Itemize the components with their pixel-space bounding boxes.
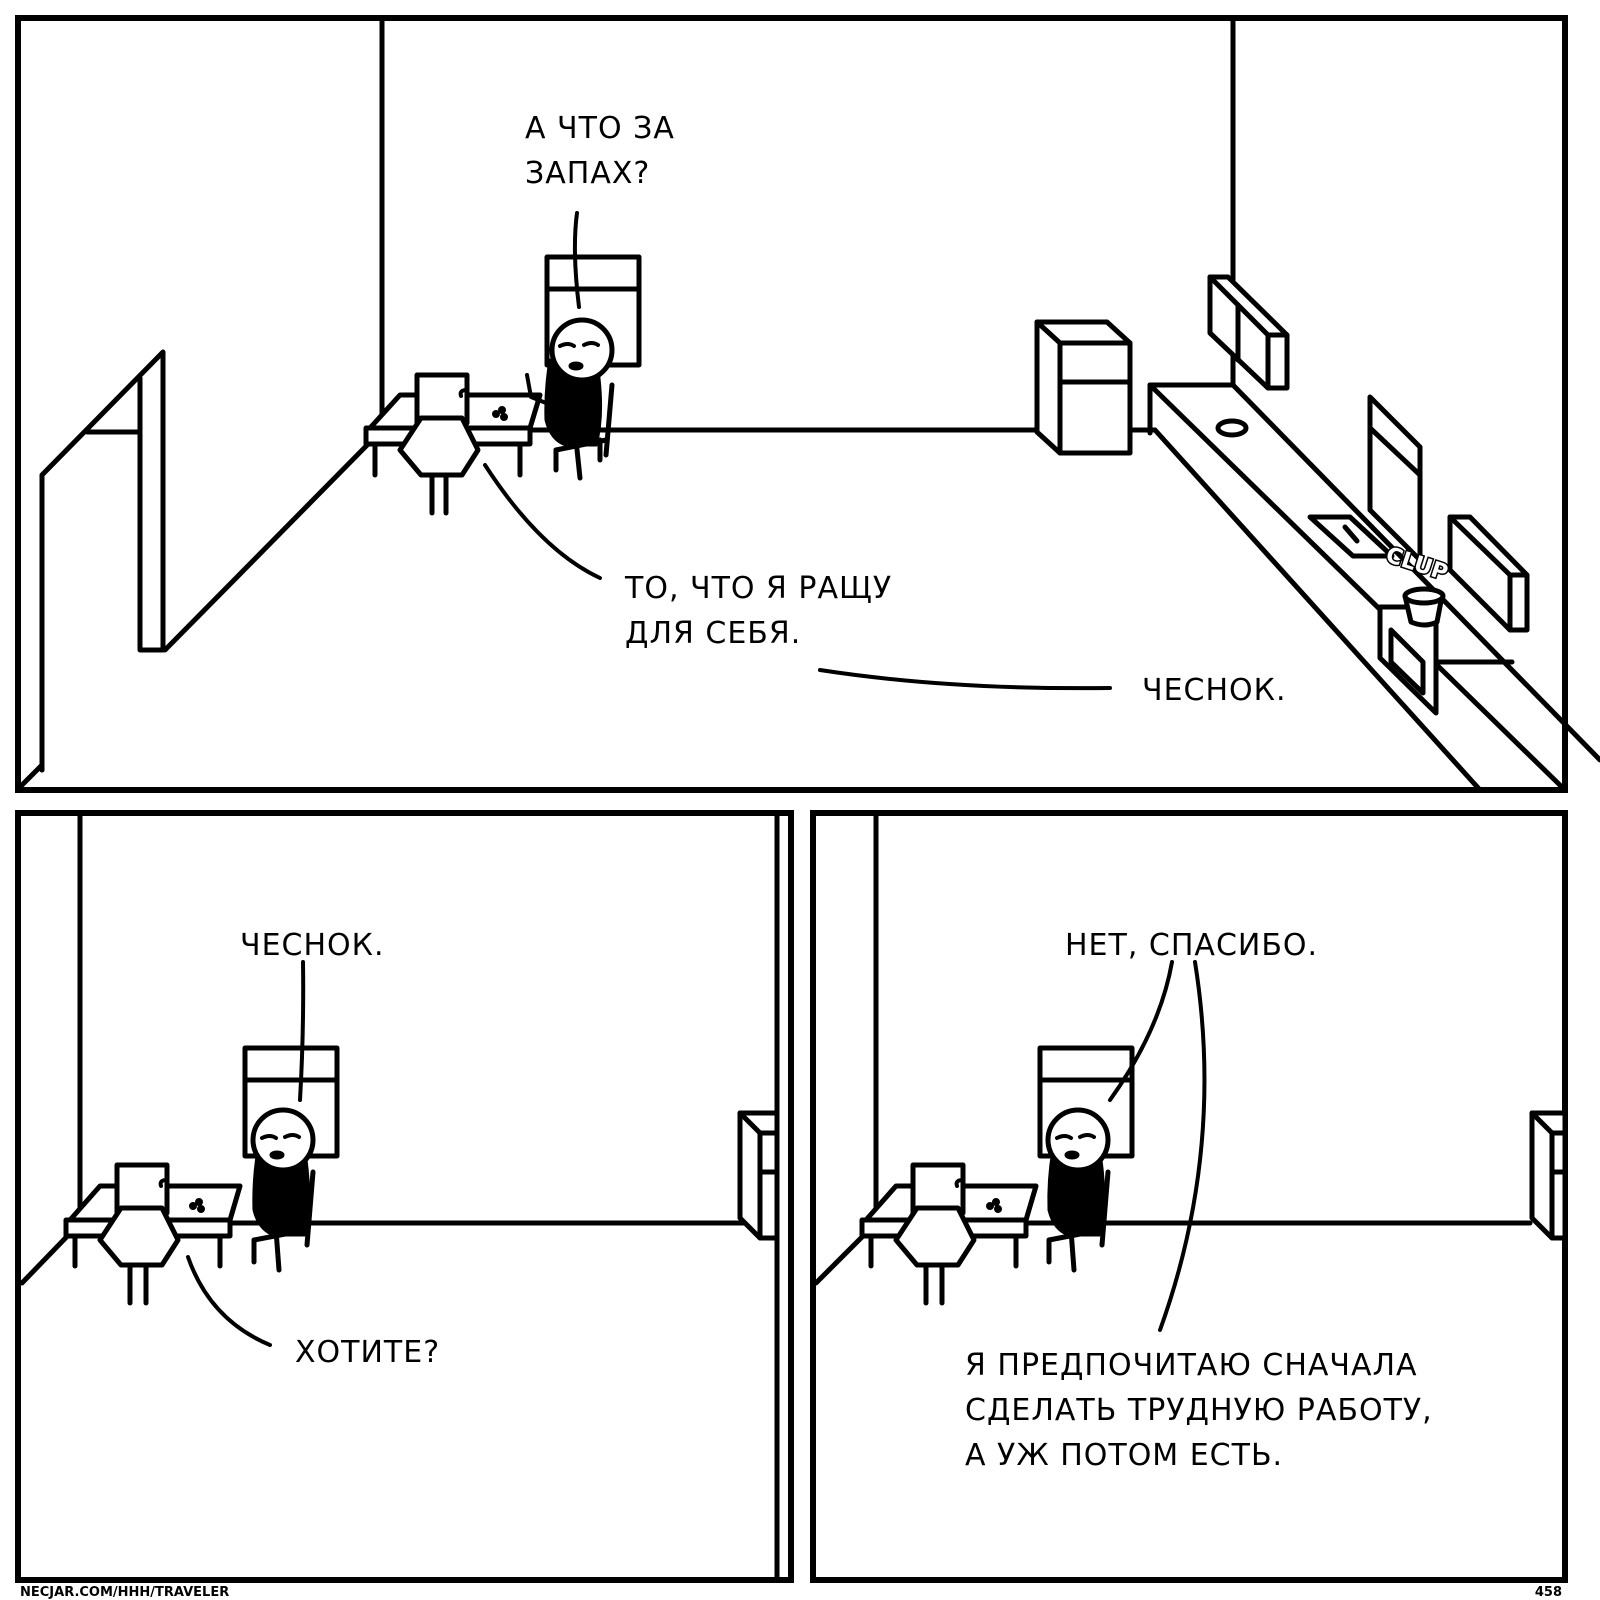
seated-woman [525,317,615,481]
speech-line: НЕТ, СПАСИБО. [1065,928,1318,963]
speech-line: ЧЕСНОК. [1142,673,1286,708]
panel-1: CLUP [15,15,1600,793]
speech-line: А ЧТО ЗА [525,111,675,146]
fridge [1034,319,1133,456]
speech-bubble-garlic: ЧЕСНОК. [240,928,384,963]
table-scene-2 [63,1107,316,1306]
speech-tail [572,211,581,309]
fridge [737,1110,780,1241]
speech-bubble-what-i-grow: ТО, ЧТО Я РАЩУ ДЛЯ СЕБЯ. [624,571,892,651]
speech-line: А УЖ ПОТОМ ЕСТЬ. [965,1438,1283,1473]
speech-line: ДЛЯ СЕБЯ. [625,616,801,651]
cup [1402,586,1446,628]
speech-line: ХОТИТЕ? [295,1335,440,1370]
box-head-man [397,372,481,516]
speech-bubble-want-some: ХОТИТЕ? [295,1335,440,1370]
speech-tail [1108,960,1174,1102]
backsplash-panel [1447,514,1530,633]
speech-bubble-no-thanks: НЕТ, СПАСИБО. [1065,928,1318,963]
table-scene-3 [859,1107,1111,1306]
speech-line: ТО, ЧТО Я РАЩУ [624,571,892,606]
speech-line: ЗАПАХ? [525,156,650,191]
speech-line: Я ПРЕДПОЧИТАЮ СНАЧАЛА [965,1348,1418,1383]
box-head-man [893,1162,977,1306]
table-scene-1 [363,317,615,516]
wall-cabinet [1207,274,1290,391]
speech-tail [483,463,602,580]
kitchen-counter [1147,382,1600,793]
speech-bubble-garlic: ЧЕСНОК. [1142,673,1286,708]
tall-screen [1307,394,1423,563]
sink-drain-icon [1215,418,1249,438]
box-head-man [97,1162,181,1306]
speech-line: СДЕЛАТЬ ТРУДНУЮ РАБОТУ, [965,1393,1433,1428]
speech-tail [186,1255,272,1347]
speech-line: ЧЕСНОК. [240,928,384,963]
speech-tail [818,668,1112,691]
seated-woman [1045,1107,1111,1273]
oven [1377,604,1515,716]
panel-2: ЧЕСНОК. ХОТИТЕ? [15,810,794,1583]
fridge [1529,1110,1568,1241]
speech-tail [298,960,306,1102]
site-credit: NECJAR.COM/HHH/TRAVELER [20,1585,229,1600]
speech-bubble-prefer-hard-work: Я ПРЕДПОЧИТАЮ СНАЧАЛА СДЕЛАТЬ ТРУДНУЮ РА… [965,1348,1433,1473]
seated-woman [250,1107,316,1273]
door [39,349,166,773]
speech-bubble-what-smell: А ЧТО ЗА ЗАПАХ? [525,111,675,191]
speech-tail [1158,960,1207,1332]
panel-3: НЕТ, СПАСИБО. Я ПРЕДПОЧИТАЮ СНАЧАЛА СДЕЛ… [810,810,1568,1583]
panel-1-frame [15,15,1568,793]
page-number: 458 [1535,1585,1562,1600]
